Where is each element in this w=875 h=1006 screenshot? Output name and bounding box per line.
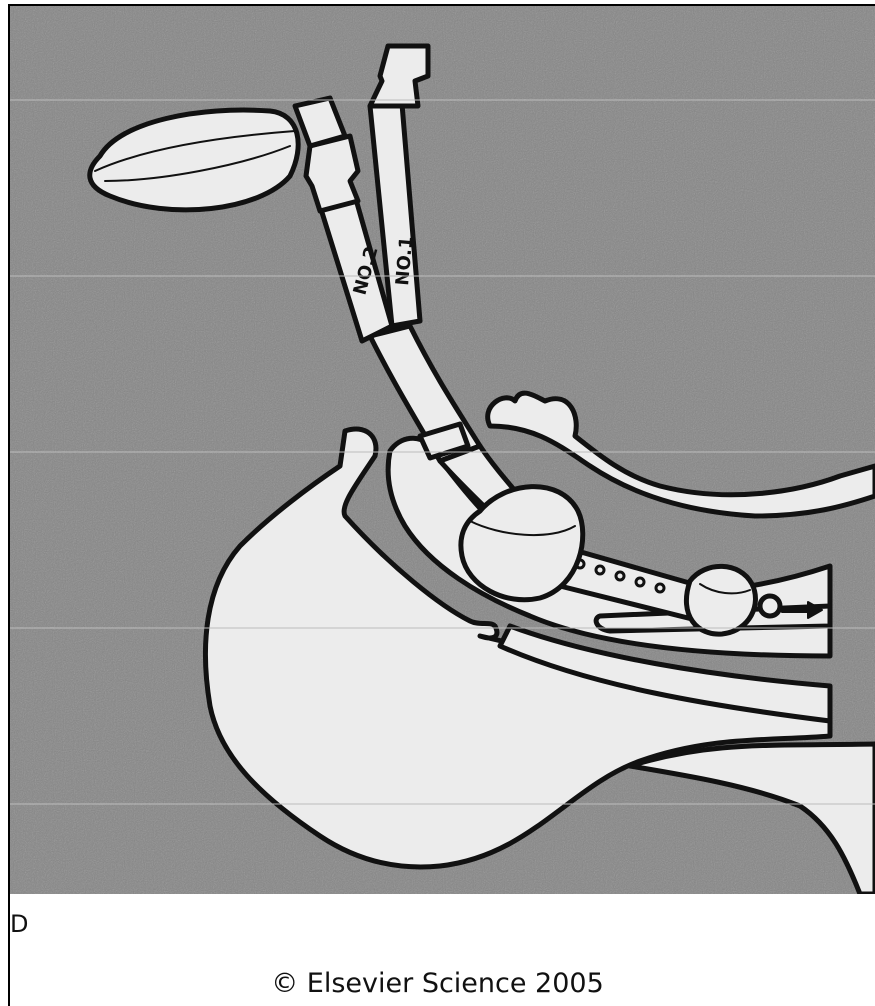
tube-tip [760, 596, 780, 616]
tube-label-no1: NO.1 [392, 235, 417, 286]
copyright-notice: © Elsevier Science 2005 [0, 970, 875, 997]
airway-illustration: NO.2 NO.1 [10, 6, 875, 894]
distal-cuff [686, 566, 755, 634]
panel-letter: D [10, 912, 28, 936]
